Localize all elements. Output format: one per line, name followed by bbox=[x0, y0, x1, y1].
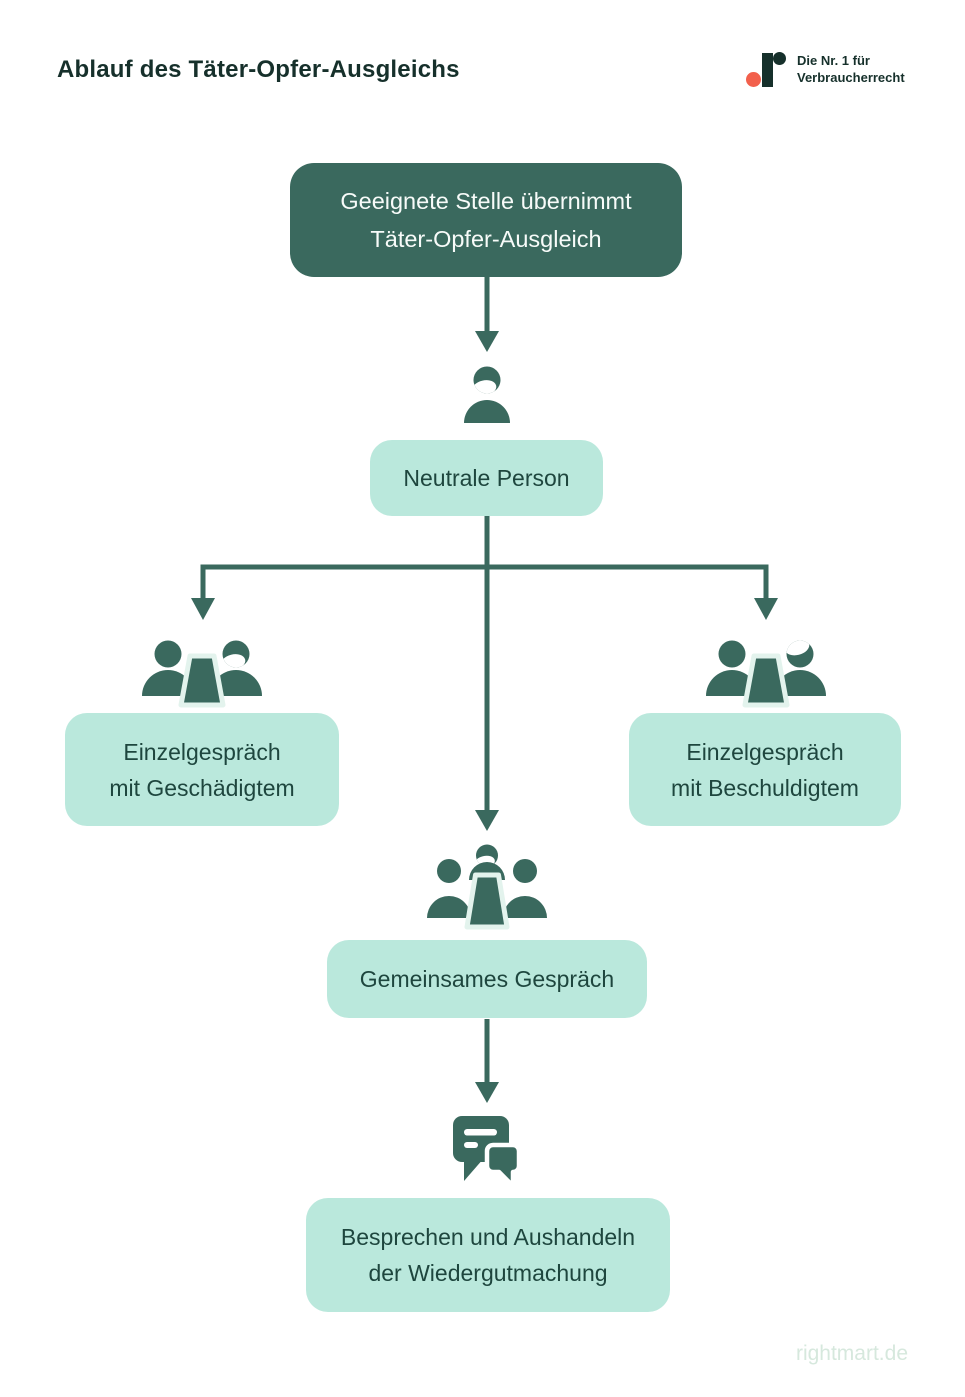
right-branch-line1: Einzelgespräch bbox=[686, 738, 844, 765]
rightmart-logo-icon bbox=[745, 50, 787, 87]
final-step-line2: der Wiedergutmachung bbox=[368, 1260, 608, 1286]
step1-line2: Täter-Opfer-Ausgleich bbox=[370, 226, 602, 252]
two-people-meeting-icon bbox=[703, 634, 829, 715]
neutral-person-label: Neutrale Person bbox=[403, 465, 570, 491]
logo-coral-dot bbox=[746, 72, 761, 87]
left-branch-line2: mit Geschädigtem bbox=[109, 774, 295, 801]
website-url: rightmart.de bbox=[795, 1342, 908, 1365]
left-branch-line1: Einzelgespräch bbox=[123, 738, 281, 765]
right-branch-line2: mit Beschuldigtem bbox=[671, 774, 859, 801]
two-people-meeting-icon bbox=[139, 634, 265, 715]
three-people-meeting-icon bbox=[427, 844, 547, 935]
brand-logo: Die Nr. 1 für Verbraucherrecht bbox=[745, 50, 905, 87]
brand-claim-line1: Die Nr. 1 für bbox=[797, 53, 870, 68]
speech-bubbles-icon bbox=[451, 1114, 525, 1197]
flow-box-final-step: Besprechen und Aushandeln der Wiedergutm… bbox=[306, 1198, 670, 1312]
final-step-line1: Besprechen und Aushandeln bbox=[340, 1224, 636, 1250]
page-title: Ablauf des Täter-Opfer-Ausgleichs bbox=[57, 56, 460, 83]
branch-lines bbox=[191, 516, 778, 831]
step1-line1: Geeignete Stelle übernimmt bbox=[340, 188, 632, 214]
flow-box-left-branch: Einzelgespräch mit Geschädigtem bbox=[65, 713, 339, 826]
joint-talk-label: Gemeinsames Gespräch bbox=[359, 966, 615, 992]
person-icon bbox=[459, 366, 515, 429]
flow-box-joint-talk: Gemeinsames Gespräch bbox=[327, 940, 647, 1018]
logo-bar bbox=[762, 53, 773, 87]
flow-box-step1: Geeignete Stelle übernimmt Täter-Opfer-A… bbox=[290, 163, 682, 277]
arrow-joint-to-final bbox=[475, 1019, 499, 1103]
brand-claim: Die Nr. 1 für Verbraucherrecht bbox=[797, 50, 905, 86]
brand-claim-line2: Verbraucherrecht bbox=[797, 70, 905, 85]
logo-dark-dot bbox=[773, 52, 786, 65]
arrow-step1-to-person bbox=[475, 277, 499, 352]
flow-box-neutral-person: Neutrale Person bbox=[370, 440, 603, 516]
flow-box-right-branch: Einzelgespräch mit Beschuldigtem bbox=[629, 713, 901, 826]
